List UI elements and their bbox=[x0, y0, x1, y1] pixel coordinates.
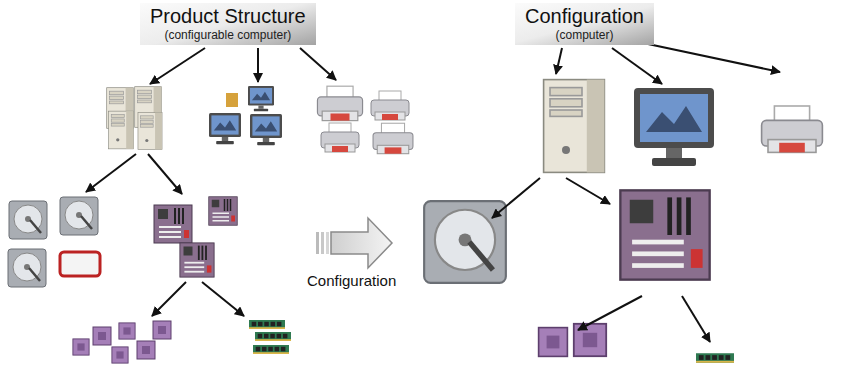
arrow-label: Configuration bbox=[307, 272, 396, 290]
motherboard-options bbox=[154, 197, 237, 277]
cpu-options bbox=[73, 321, 171, 363]
header-subtitle: (configurable computer) bbox=[150, 28, 306, 42]
color-swatch bbox=[226, 93, 238, 107]
configuration-arrows bbox=[492, 44, 780, 342]
ram-options bbox=[249, 320, 291, 354]
printer-options bbox=[317, 86, 413, 154]
tower-options bbox=[107, 87, 162, 150]
external-drive bbox=[60, 252, 100, 276]
header-title: Configuration bbox=[525, 5, 644, 28]
chosen-parts bbox=[424, 80, 822, 363]
header-box: Product Structure(configurable computer) bbox=[140, 3, 316, 45]
configuration-arrow bbox=[316, 218, 392, 268]
structure-arrows bbox=[86, 48, 336, 316]
monitor-options bbox=[209, 86, 282, 145]
header-subtitle: (computer) bbox=[525, 28, 644, 42]
header-title: Product Structure bbox=[150, 5, 306, 28]
hard-drive-options bbox=[8, 197, 100, 287]
header-box: Configuration(computer) bbox=[515, 3, 654, 45]
